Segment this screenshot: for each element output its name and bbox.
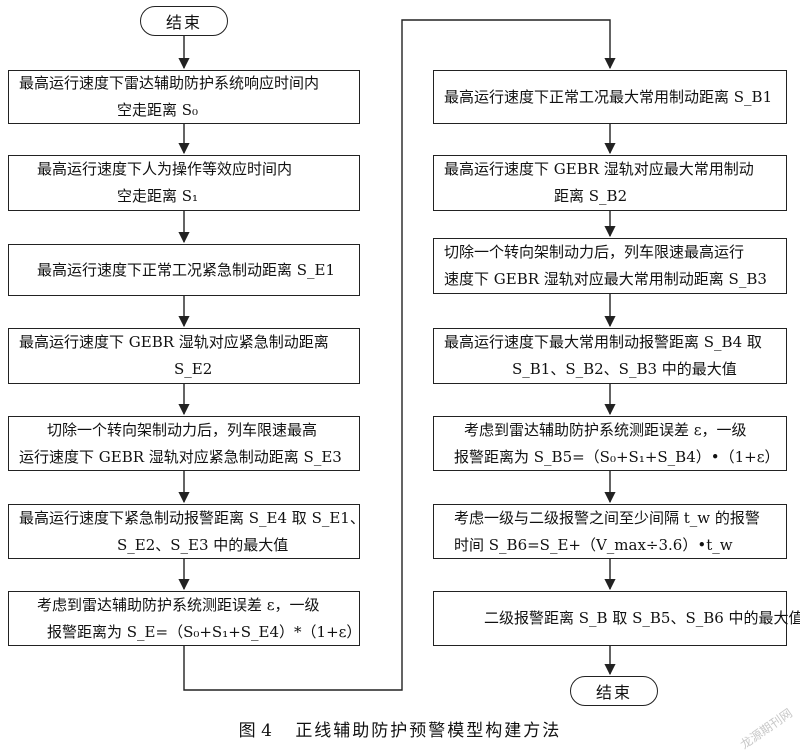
left-step-5-line-2: 运行速度下 GEBR 湿轨对应紧急制动距离 S_E3 [19, 447, 342, 466]
left-step-7-line-1: 考虑到雷达辅助防护系统测距误差 ε，一级 [37, 595, 320, 614]
right-step-7: 二级报警距离 S_B 取 S_B5、S_B6 中的最大值 [433, 591, 800, 646]
right-step-1-line-1: 最高运行速度下正常工况最大常用制动距离 S_B1 [444, 87, 773, 106]
left-step-3-line-1: 最高运行速度下正常工况紧急制动距离 S_E1 [37, 260, 336, 279]
start-terminal: 结束 [140, 6, 228, 36]
figure-number: 图 4 [238, 721, 272, 741]
right-step-5-line-1: 考虑到雷达辅助防护系统测距误差 ε，一级 [464, 420, 747, 439]
right-step-3: 切除一个转向架制动力后，列车限速最高运行 速度下 GEBR 湿轨对应最大常用制动… [433, 238, 787, 294]
left-step-4-line-2: S_E2 [174, 360, 213, 378]
end-terminal-label: 结束 [595, 683, 632, 702]
left-step-6-line-2: S_E2、S_E3 中的最大值 [117, 535, 289, 554]
right-step-3-line-2: 速度下 GEBR 湿轨对应最大常用制动距离 S_B3 [444, 270, 767, 288]
left-step-6-line-1: 最高运行速度下紧急制动报警距离 S_E4 取 S_E1、 [19, 508, 365, 527]
right-step-6-line-2: 时间 S_B6=S_E+（V_max÷3.6）•t_w [454, 535, 733, 554]
left-step-4-line-1: 最高运行速度下 GEBR 湿轨对应紧急制动距离 [19, 333, 329, 351]
right-step-2-line-1: 最高运行速度下 GEBR 湿轨对应最大常用制动 [444, 160, 754, 178]
right-step-1: 最高运行速度下正常工况最大常用制动距离 S_B1 [433, 70, 787, 124]
left-step-1: 最高运行速度下雷达辅助防护系统响应时间内 空走距离 S₀ [8, 70, 360, 124]
left-step-7: 考虑到雷达辅助防护系统测距误差 ε，一级 报警距离为 S_E=（S₀+S₁+S_… [8, 591, 362, 646]
left-step-2-line-2: 空走距离 S₁ [117, 187, 199, 205]
right-step-4-line-2: S_B1、S_B2、S_B3 中的最大值 [512, 360, 737, 378]
end-terminal: 结束 [570, 676, 658, 706]
right-step-4-line-1: 最高运行速度下最大常用制动报警距离 S_B4 取 [444, 333, 762, 351]
right-step-5: 考虑到雷达辅助防护系统测距误差 ε，一级 报警距离为 S_B5=（S₀+S₁+S… [433, 416, 787, 471]
start-terminal-label: 结束 [165, 13, 202, 32]
left-step-1-line-2: 空走距离 S₀ [117, 101, 199, 119]
left-step-7-line-2: 报警距离为 S_E=（S₀+S₁+S_E4）*（1+ε） [47, 622, 362, 641]
left-step-2-line-1: 最高运行速度下人为操作等效应时间内 [37, 160, 293, 178]
connector-left-to-right [183, 19, 616, 691]
left-step-2: 最高运行速度下人为操作等效应时间内 空走距离 S₁ [8, 155, 360, 211]
right-step-6-line-1: 考虑一级与二级报警之间至少间隔 t_w 的报警 [454, 508, 760, 527]
left-step-1-line-1: 最高运行速度下雷达辅助防护系统响应时间内 [19, 74, 320, 92]
left-step-5-line-1: 切除一个转向架制动力后，列车限速最高 [47, 420, 318, 439]
left-step-5: 切除一个转向架制动力后，列车限速最高 运行速度下 GEBR 湿轨对应紧急制动距离… [8, 416, 360, 471]
right-step-5-line-2: 报警距离为 S_B5=（S₀+S₁+S_B4）•（1+ε） [454, 447, 780, 466]
left-step-6: 最高运行速度下紧急制动报警距离 S_E4 取 S_E1、 S_E2、S_E3 中… [8, 504, 365, 559]
right-step-3-line-1: 切除一个转向架制动力后，列车限速最高运行 [444, 243, 745, 261]
right-step-2: 最高运行速度下 GEBR 湿轨对应最大常用制动 距离 S_B2 [433, 155, 787, 211]
figure-title: 正线辅助防护预警模型构建方法 [295, 721, 562, 741]
right-step-7-line-1: 二级报警距离 S_B 取 S_B5、S_B6 中的最大值 [484, 609, 800, 627]
left-step-3: 最高运行速度下正常工况紧急制动距离 S_E1 [8, 244, 360, 296]
left-step-4: 最高运行速度下 GEBR 湿轨对应紧急制动距离 S_E2 [8, 328, 360, 384]
right-step-4: 最高运行速度下最大常用制动报警距离 S_B4 取 S_B1、S_B2、S_B3 … [433, 328, 787, 384]
right-step-2-line-2: 距离 S_B2 [554, 187, 628, 205]
right-step-6: 考虑一级与二级报警之间至少间隔 t_w 的报警 时间 S_B6=S_E+（V_m… [433, 504, 787, 559]
figure-caption: 图 4 正线辅助防护预警模型构建方法 [0, 716, 800, 741]
